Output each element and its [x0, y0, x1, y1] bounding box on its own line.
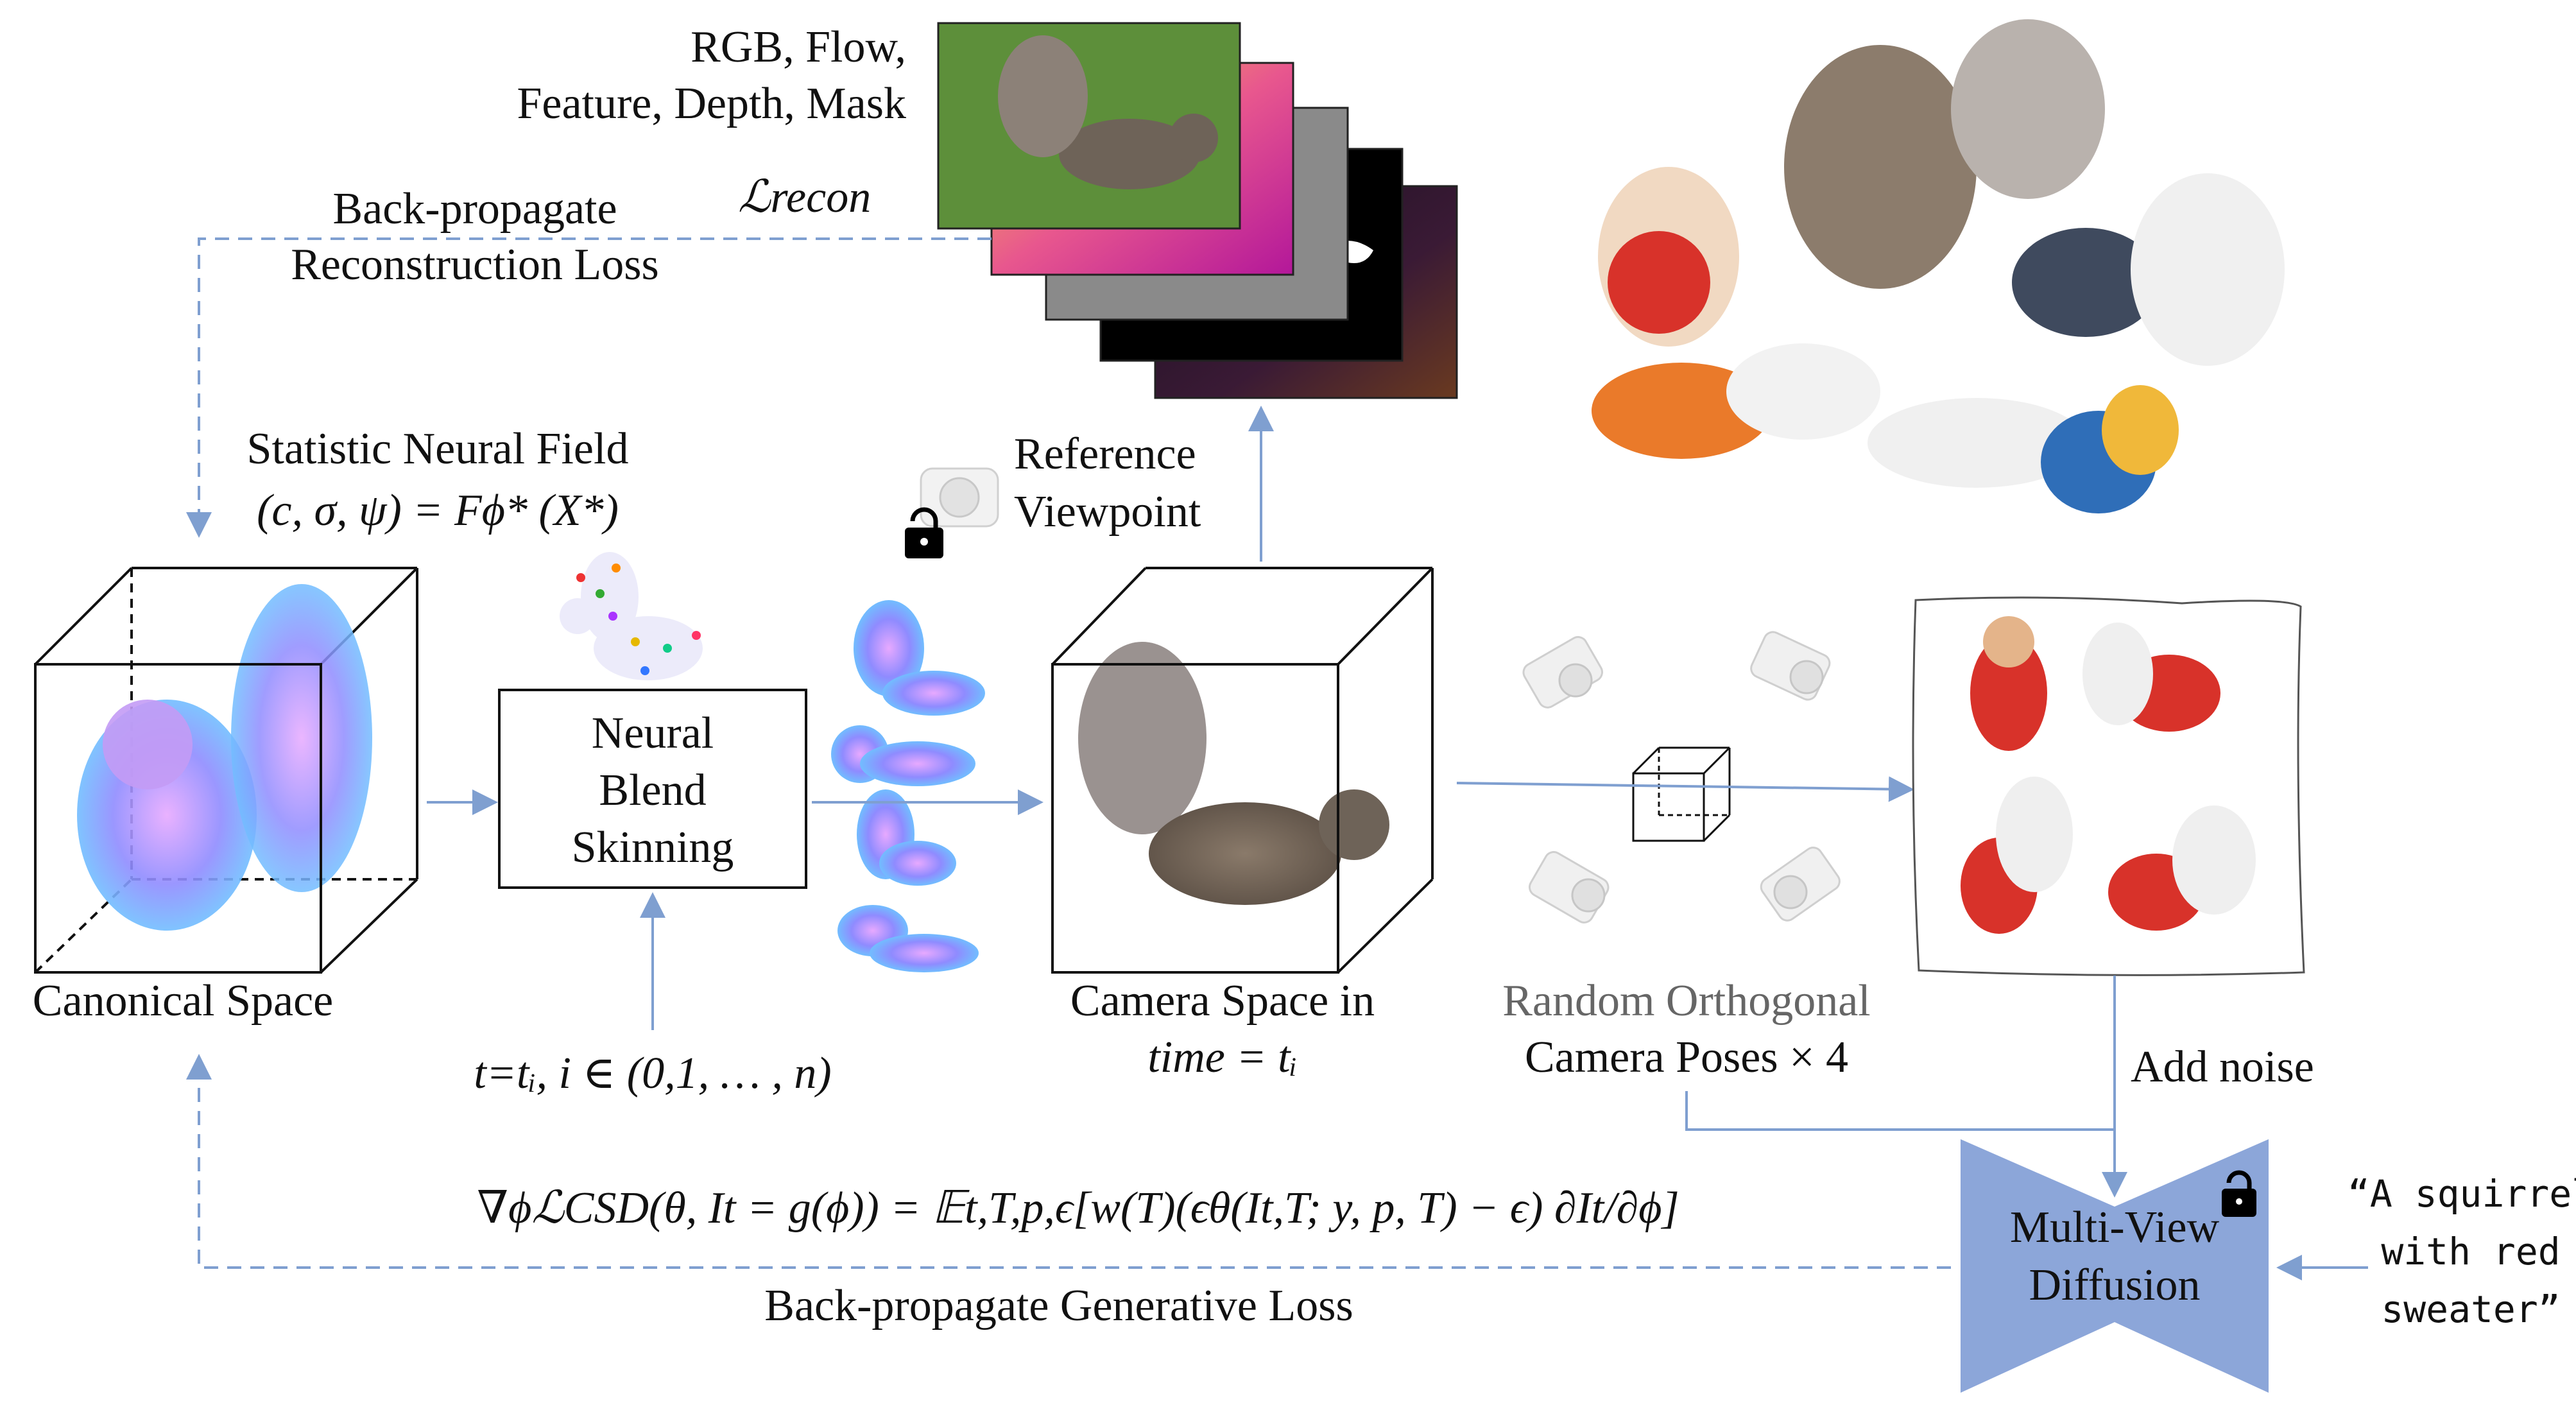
- csd-formula: ∇ϕℒCSD(θ, It = g(ϕ)) = 𝔼t,T,p,ϵ[w(T)(ϵθ(…: [477, 1184, 1679, 1233]
- canonical-cube: [34, 567, 418, 974]
- camera-space-cube: [1051, 567, 1434, 974]
- skeleton-squirrel: [560, 552, 703, 680]
- camera-icon: [1760, 847, 1841, 922]
- reference-camera-icon: [920, 467, 999, 528]
- skinning-line1: Neural: [592, 709, 714, 758]
- lock-icon: [905, 507, 943, 558]
- diffusion-line2: Diffusion: [2029, 1261, 2200, 1310]
- arrow-poses-to-views: [1456, 776, 1914, 802]
- camera-icon: [1750, 631, 1831, 701]
- backprop-recon-line2: Reconstruction Loss: [291, 240, 659, 289]
- generative-backprop-arrow: [186, 1054, 1951, 1269]
- diffusion-line1: Multi-View: [2010, 1203, 2220, 1252]
- multiview-renders: [1912, 596, 2305, 976]
- prompt-line1: “A squirrel: [2348, 1172, 2576, 1216]
- reference-line1: Reference: [1014, 429, 1196, 479]
- deformed-squirrels: [831, 600, 985, 972]
- camera-icon: [1522, 636, 1604, 709]
- diffusion-model: [1961, 1139, 2269, 1393]
- camera-icon: [1528, 851, 1610, 924]
- backprop-recon-line1: Back-propagate: [332, 184, 617, 234]
- backprop-gen-label: Back-propagate Generative Loss: [764, 1281, 1353, 1330]
- reference-line2: Viewpoint: [1014, 487, 1201, 537]
- field-title: Statistic Neural Field: [247, 424, 629, 474]
- arrow-poses-to-diffusion: [1685, 1091, 2115, 1131]
- skinning-line2: Blend: [599, 766, 706, 815]
- add-noise-label: Add noise: [2131, 1042, 2314, 1092]
- camera-space-line1: Camera Space in: [1070, 976, 1375, 1026]
- skinning-box: [498, 689, 807, 889]
- recon-backprop-arrow: [186, 237, 992, 538]
- diffusion-lock-icon: [2222, 1170, 2256, 1217]
- modalities-line2: Feature, Depth, Mask: [517, 79, 906, 128]
- prompt-line3: sweater”: [2381, 1287, 2560, 1331]
- generated-samples: [1592, 19, 2285, 513]
- camera-space-line2: time = tᵢ: [1147, 1033, 1297, 1082]
- random-poses-line2: Camera Poses × 4: [1525, 1033, 1848, 1082]
- modality-stack: [937, 22, 1458, 399]
- time-input: t=tᵢ, i ∈ (0,1, … , n): [474, 1049, 831, 1098]
- camera-poses: [1522, 631, 1841, 924]
- canonical-label: Canonical Space: [33, 976, 333, 1026]
- random-poses-line1: Random Orthogonal: [1502, 976, 1871, 1026]
- prompt-line2: with red: [2381, 1230, 2560, 1273]
- small-cube: [1632, 746, 1731, 842]
- field-formula: (c, σ, ψ) = Fϕ* (X*): [257, 486, 619, 535]
- recon-loss-symbol: ℒrecon: [738, 173, 871, 222]
- modalities-line1: RGB, Flow,: [691, 22, 906, 72]
- skinning-line3: Skinning: [572, 823, 734, 872]
